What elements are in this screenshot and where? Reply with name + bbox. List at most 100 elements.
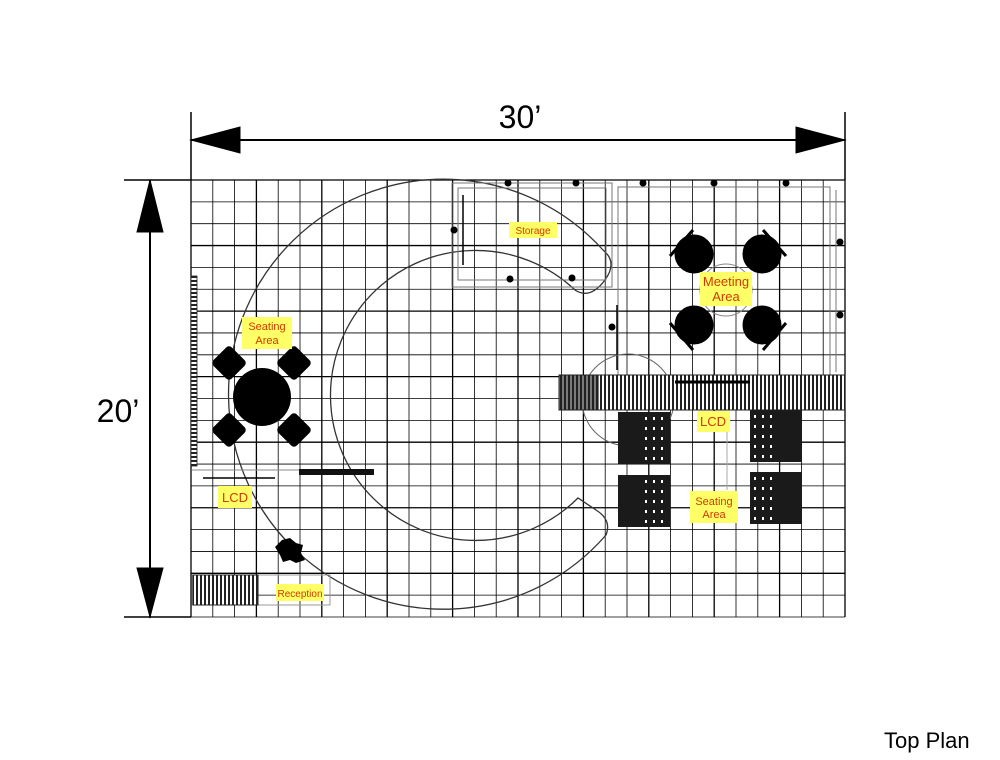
chair bbox=[674, 234, 714, 274]
svg-text:Meeting: Meeting bbox=[703, 274, 749, 289]
bench-dot bbox=[770, 477, 772, 480]
bench-dot bbox=[770, 455, 772, 458]
bench-dot bbox=[645, 520, 647, 523]
bench-dot bbox=[653, 510, 655, 513]
bench-dot bbox=[661, 490, 663, 493]
bench-dot bbox=[770, 435, 772, 438]
arrow-up-icon bbox=[136, 179, 164, 233]
bench-dot bbox=[762, 415, 764, 418]
bench-dot bbox=[653, 447, 655, 450]
chair bbox=[277, 413, 311, 447]
bench-dot bbox=[762, 487, 764, 490]
svg-text:Seating: Seating bbox=[695, 496, 732, 508]
bench-dot bbox=[770, 497, 772, 500]
label-seating-right: Seating Area bbox=[690, 491, 738, 523]
plant-icon bbox=[275, 538, 305, 563]
bench-dot bbox=[770, 517, 772, 520]
bench-dot bbox=[762, 497, 764, 500]
bench-dot bbox=[762, 445, 764, 448]
bench-dot bbox=[645, 417, 647, 420]
bench-dot bbox=[645, 490, 647, 493]
bench-dot bbox=[754, 445, 756, 448]
bench-dot bbox=[770, 507, 772, 510]
bench-dot bbox=[661, 417, 663, 420]
svg-text:Storage: Storage bbox=[515, 226, 550, 237]
bench-dot bbox=[754, 477, 756, 480]
column-dots bbox=[450, 179, 844, 331]
curved-wall bbox=[227, 178, 612, 610]
bench-dot bbox=[653, 457, 655, 460]
bench-dot bbox=[653, 480, 655, 483]
svg-text:Area: Area bbox=[712, 289, 740, 304]
bench-dot bbox=[645, 447, 647, 450]
bench-dot bbox=[754, 455, 756, 458]
height-dimension bbox=[124, 179, 191, 619]
bench-dot bbox=[754, 517, 756, 520]
chair bbox=[277, 346, 311, 380]
bench-dot bbox=[754, 435, 756, 438]
bench-dot bbox=[762, 507, 764, 510]
bench-dot bbox=[645, 427, 647, 430]
width-dimension bbox=[189, 112, 847, 180]
arrow-left-icon bbox=[189, 126, 241, 154]
arrow-down-icon bbox=[136, 567, 164, 619]
bench-dot bbox=[661, 520, 663, 523]
bench-dot bbox=[754, 487, 756, 490]
bench-dot bbox=[762, 477, 764, 480]
svg-text:Seating: Seating bbox=[248, 321, 285, 333]
round-table bbox=[233, 368, 291, 426]
height-label: 20’ bbox=[97, 393, 140, 429]
label-seating-left: Seating Area bbox=[242, 317, 292, 349]
bench-dot bbox=[645, 510, 647, 513]
chair bbox=[742, 305, 782, 345]
svg-text:Area: Area bbox=[255, 335, 279, 347]
counter-shade bbox=[559, 375, 599, 410]
bench-dot bbox=[661, 437, 663, 440]
width-label: 30’ bbox=[499, 99, 542, 135]
arrow-right-icon bbox=[795, 126, 847, 154]
bench-dot bbox=[661, 447, 663, 450]
bench-dot bbox=[762, 425, 764, 428]
reception-desk bbox=[192, 574, 259, 606]
reception-outline bbox=[191, 574, 331, 606]
bench bbox=[750, 472, 802, 524]
plan-caption: Top Plan bbox=[884, 728, 970, 753]
bench-dot bbox=[645, 437, 647, 440]
bench-dot bbox=[653, 500, 655, 503]
bench-dot bbox=[754, 497, 756, 500]
bench-dot bbox=[645, 457, 647, 460]
bench-dot bbox=[661, 480, 663, 483]
svg-text:Area: Area bbox=[702, 509, 726, 521]
bench-dot bbox=[661, 500, 663, 503]
left-seating-furniture bbox=[212, 346, 311, 447]
bench-dot bbox=[754, 415, 756, 418]
label-lcd-right: LCD bbox=[697, 411, 730, 432]
bench-dot bbox=[645, 480, 647, 483]
bench-dot bbox=[653, 490, 655, 493]
bench-dot bbox=[762, 455, 764, 458]
right-seating-benches bbox=[618, 410, 802, 527]
left-wall-panel bbox=[190, 275, 198, 467]
svg-text:Reception: Reception bbox=[277, 589, 322, 600]
chair bbox=[212, 346, 246, 380]
chair bbox=[212, 413, 246, 447]
bench-dot bbox=[770, 445, 772, 448]
bench-dot bbox=[762, 517, 764, 520]
chair bbox=[742, 234, 782, 274]
svg-text:LCD: LCD bbox=[700, 414, 726, 429]
bench-dot bbox=[754, 507, 756, 510]
chair bbox=[674, 305, 714, 345]
label-reception: Reception bbox=[276, 584, 324, 601]
bench-dot bbox=[653, 417, 655, 420]
bench-dot bbox=[645, 500, 647, 503]
svg-text:LCD: LCD bbox=[222, 490, 248, 505]
label-storage: Storage bbox=[509, 222, 557, 238]
bench-dot bbox=[770, 415, 772, 418]
bench-dot bbox=[661, 510, 663, 513]
bench-dot bbox=[770, 487, 772, 490]
bench bbox=[750, 410, 802, 462]
display-counter bbox=[558, 374, 846, 411]
label-lcd-left: LCD bbox=[218, 486, 252, 508]
bench-dot bbox=[762, 435, 764, 438]
